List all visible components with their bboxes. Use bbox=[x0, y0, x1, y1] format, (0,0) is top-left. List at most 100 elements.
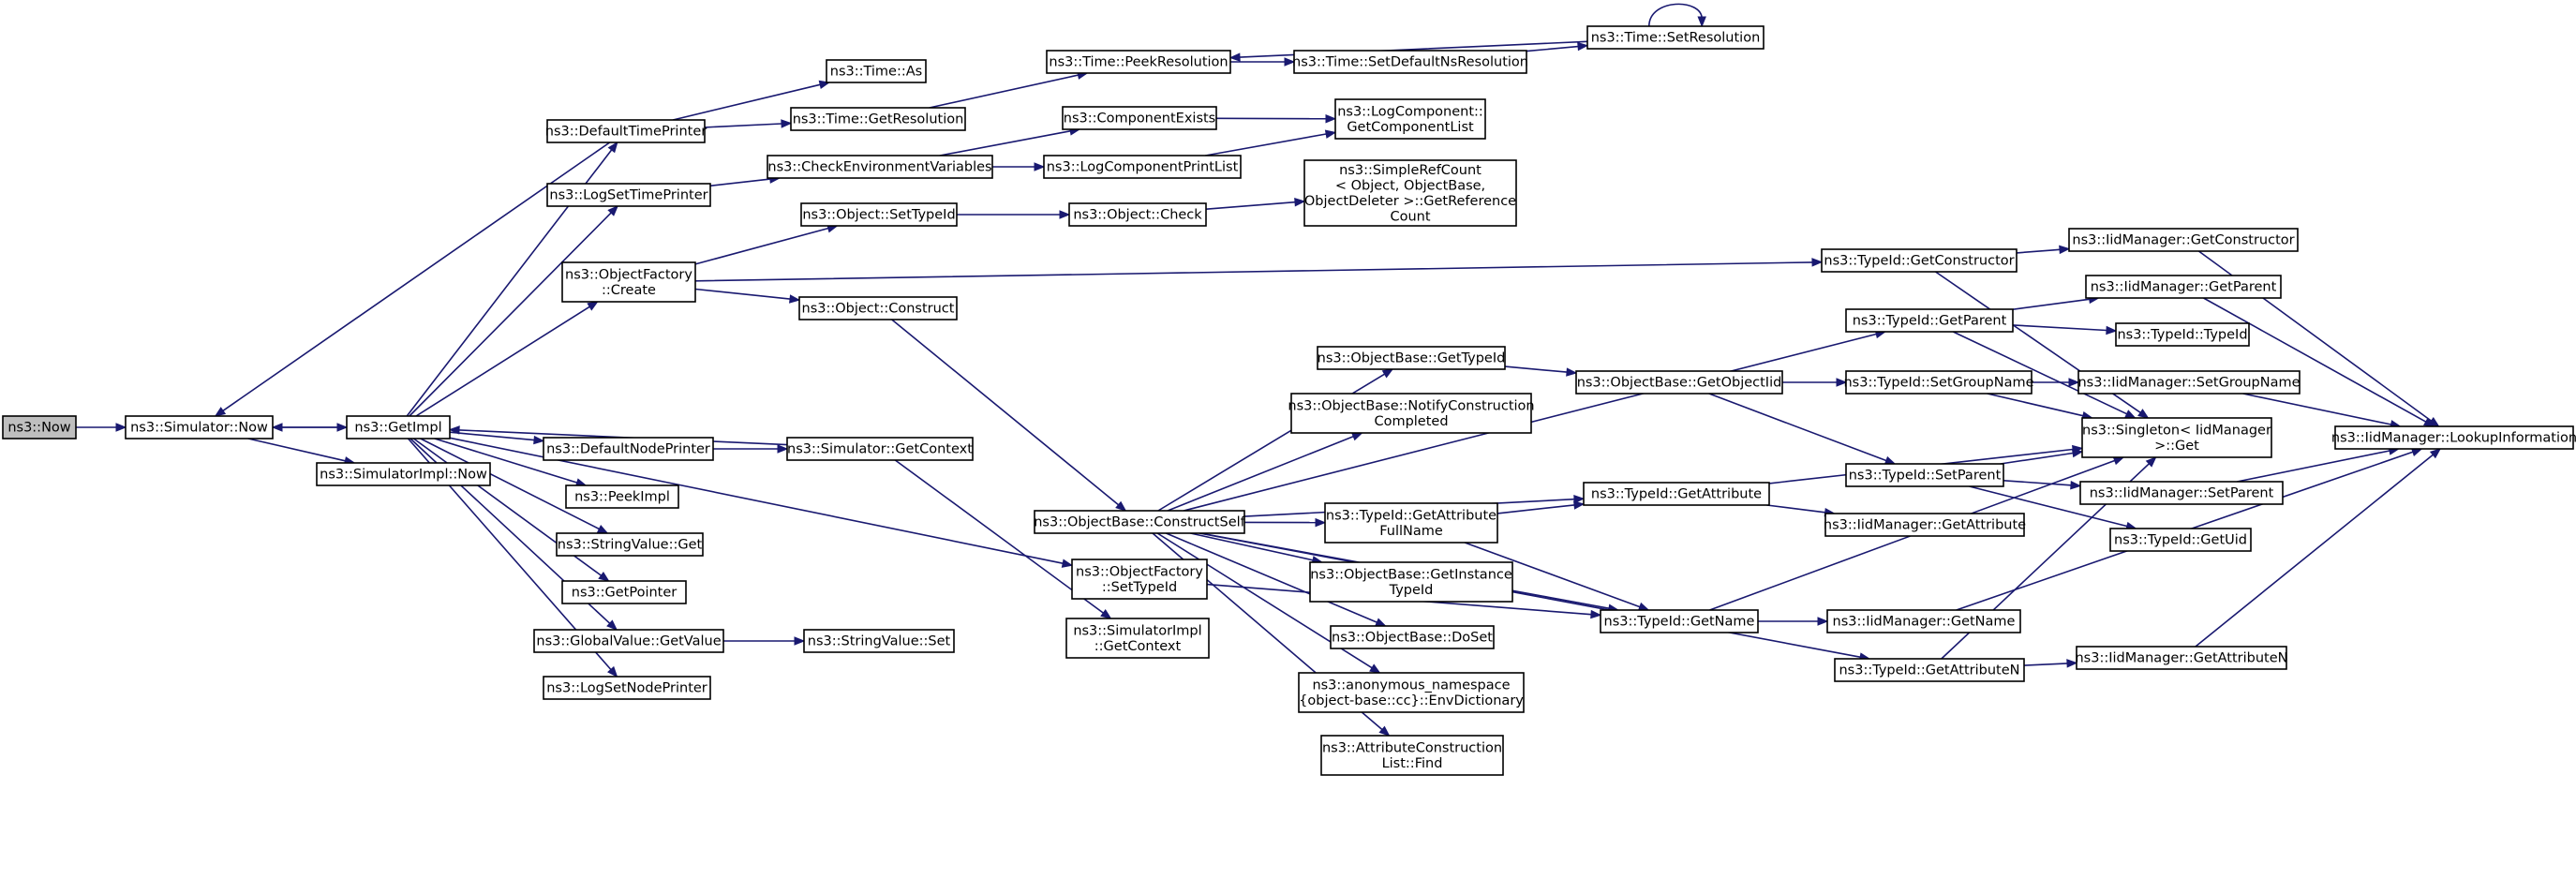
node-iidsetparent[interactable]: ns3::IidManager::SetParent bbox=[2079, 481, 2284, 505]
node-timegetres[interactable]: ns3::Time::GetResolution bbox=[790, 107, 966, 131]
node-label: ns3::LogComponentPrintList bbox=[1047, 160, 1239, 175]
node-logcompgetlist[interactable]: ns3::LogComponent::GetComponentList bbox=[1334, 98, 1486, 140]
node-iidgetparent[interactable]: ns3::IidManager::GetParent bbox=[2085, 275, 2282, 299]
edge-objcheck-to-simplerefcount bbox=[1205, 198, 1306, 210]
edge-line bbox=[412, 438, 602, 576]
node-simgetcontext[interactable]: ns3::Simulator::GetContext bbox=[786, 437, 974, 461]
node-objbasegetobjectiid[interactable]: ns3::ObjectBase::GetObjectIid bbox=[1575, 370, 1783, 395]
node-objsettypeid[interactable]: ns3::Object::SetTypeId bbox=[800, 202, 958, 227]
edge-arrowhead bbox=[2145, 456, 2157, 468]
node-typeidgetparent[interactable]: ns3::TypeId::GetParent bbox=[1845, 308, 2014, 333]
edge-objbaseconstructself-to-anonenvdict bbox=[1156, 532, 1381, 674]
node-objfactorycreate[interactable]: ns3::ObjectFactory::Create bbox=[561, 261, 696, 303]
node-iidgetattributen[interactable]: ns3::IidManager::GetAttributeN bbox=[2075, 646, 2288, 670]
edge-objbasegetobjectiid-to-typeidsetparent bbox=[1708, 393, 1897, 465]
node-getpointer[interactable]: ns3::GetPointer bbox=[561, 580, 687, 604]
node-simnow[interactable]: ns3::Simulator::Now bbox=[125, 415, 274, 440]
edge-arrowhead bbox=[1324, 129, 1337, 139]
node-box bbox=[1303, 159, 1517, 227]
edge-arrowhead bbox=[596, 525, 609, 534]
node-label: ns3::anonymous_namespace bbox=[1312, 678, 1510, 693]
node-typeidtypeid[interactable]: ns3::TypeId::TypeId bbox=[2115, 322, 2250, 347]
node-simimplnow[interactable]: ns3::SimulatorImpl::Now bbox=[316, 462, 491, 486]
edge-line bbox=[1504, 365, 1568, 373]
node-compexists[interactable]: ns3::ComponentExists bbox=[1062, 106, 1217, 130]
edge-typeidgetattrfullname-to-typeidgetattribute bbox=[1496, 500, 1586, 514]
node-simimplgetcontext[interactable]: ns3::SimulatorImpl::GetContext bbox=[1065, 618, 1210, 659]
node-iidlookupinfo[interactable]: ns3::IidManager::LookupInformation bbox=[2331, 425, 2576, 450]
node-label: ns3::TypeId::GetConstructor bbox=[1824, 254, 2014, 269]
edge-line bbox=[2000, 452, 2074, 465]
node-simplerefcount[interactable]: ns3::SimpleRefCount< Object, ObjectBase,… bbox=[1303, 159, 1517, 227]
edge-objbaseconstructself-to-typeidgetattrfullname bbox=[1243, 517, 1327, 528]
node-logsetnodeprinter[interactable]: ns3::LogSetNodePrinter bbox=[543, 676, 711, 700]
node-label: ns3::ObjectBase::GetTypeId bbox=[1318, 351, 1506, 366]
node-typeidgetattributen[interactable]: ns3::TypeId::GetAttributeN bbox=[1834, 658, 2025, 682]
edge-line bbox=[1205, 201, 1296, 210]
node-objbasegettypeid[interactable]: ns3::ObjectBase::GetTypeId bbox=[1317, 346, 1506, 370]
node-box bbox=[1324, 502, 1498, 544]
node-deftimeprinter[interactable]: ns3::DefaultTimePrinter bbox=[545, 119, 707, 143]
node-checkenv[interactable]: ns3::CheckEnvironmentVariables bbox=[767, 155, 993, 179]
node-iidsetgroupname[interactable]: ns3::IidManager::SetGroupName bbox=[2077, 370, 2301, 395]
node-now[interactable]: ns3::Now bbox=[2, 415, 77, 440]
edge-objsettypeid-to-objcheck bbox=[956, 210, 1071, 219]
edge-objfactorycreate-to-objsettypeid bbox=[694, 224, 839, 265]
node-iidgetattribute[interactable]: ns3::IidManager::GetAttribute bbox=[1824, 513, 2026, 537]
node-objbasenotify[interactable]: ns3::ObjectBase::NotifyConstructionCompl… bbox=[1288, 393, 1535, 434]
edge-simgetcontext-to-getimpl bbox=[448, 425, 788, 446]
node-logcompprintlist[interactable]: ns3::LogComponentPrintList bbox=[1043, 155, 1242, 179]
node-iidgetname[interactable]: ns3::IidManager::GetName bbox=[1826, 609, 2021, 633]
node-objbaseconstructself[interactable]: ns3::ObjectBase::ConstructSelf bbox=[1034, 510, 1246, 534]
node-globalvaluegetvalue[interactable]: ns3::GlobalValue::GetValue bbox=[533, 629, 724, 653]
node-box bbox=[1586, 25, 1764, 50]
node-objbasedoset[interactable]: ns3::ObjectBase::DoSet bbox=[1330, 625, 1495, 649]
node-iidgetconstructor[interactable]: ns3::IidManager::GetConstructor bbox=[2068, 228, 2299, 252]
node-typeidsetgroupname[interactable]: ns3::TypeId::SetGroupName bbox=[1843, 370, 2034, 395]
node-label: List::Find bbox=[1382, 756, 1443, 771]
node-objconstruct[interactable]: ns3::Object::Construct bbox=[798, 296, 958, 320]
node-box bbox=[1317, 346, 1506, 370]
node-box bbox=[546, 183, 711, 207]
node-getimpl[interactable]: ns3::GetImpl bbox=[346, 415, 451, 440]
node-stringvalueset[interactable]: ns3::StringValue::Set bbox=[803, 629, 955, 653]
node-timepeekres[interactable]: ns3::Time::PeekResolution bbox=[1046, 50, 1231, 74]
edge-arrowhead bbox=[1100, 609, 1112, 619]
node-label: < Object, ObjectBase, bbox=[1335, 178, 1485, 193]
node-peekimpl[interactable]: ns3::PeekImpl bbox=[565, 484, 679, 509]
edge-arrowhead bbox=[2068, 378, 2080, 387]
edge-arrowhead bbox=[598, 572, 610, 582]
node-box bbox=[1826, 609, 2021, 633]
edge-line bbox=[929, 74, 1079, 109]
node-logsettimeprinter[interactable]: ns3::LogSetTimePrinter bbox=[546, 183, 711, 207]
node-label: ns3::TypeId::GetAttribute bbox=[1326, 508, 1496, 523]
node-anonenvdict[interactable]: ns3::anonymous_namespace{object-base::cc… bbox=[1298, 672, 1525, 713]
node-timesetres[interactable]: ns3::Time::SetResolution bbox=[1586, 25, 1764, 50]
node-typeidgetattribute[interactable]: ns3::TypeId::GetAttribute bbox=[1583, 482, 1770, 506]
node-typeidgetname[interactable]: ns3::TypeId::GetName bbox=[1600, 609, 1759, 633]
node-typeidgetuid[interactable]: ns3::TypeId::GetUid bbox=[2109, 528, 2252, 552]
node-box bbox=[2085, 275, 2282, 299]
node-stringvalueget[interactable]: ns3::StringValue::Get bbox=[556, 532, 704, 557]
edge-arrowhead bbox=[1811, 258, 1824, 267]
node-singletonget[interactable]: ns3::Singleton< IidManager >::Get bbox=[2081, 417, 2272, 458]
node-label: ns3::SimpleRefCount bbox=[1339, 163, 1482, 178]
node-objfactorysettypeid[interactable]: ns3::ObjectFactory::SetTypeId bbox=[1071, 559, 1208, 600]
node-box bbox=[1334, 98, 1486, 140]
edge-defnodeprinter-to-simgetcontext bbox=[712, 444, 789, 454]
edge-line bbox=[694, 261, 1813, 282]
edge-typeidgetparent-to-typeidtypeid bbox=[2012, 324, 2118, 335]
node-timeas[interactable]: ns3::Time::As bbox=[826, 59, 927, 83]
node-objcheck[interactable]: ns3::Object::Check bbox=[1068, 202, 1207, 227]
node-typeidgetconstructor[interactable]: ns3::TypeId::GetConstructor bbox=[1821, 248, 2018, 273]
edge-line bbox=[1952, 331, 2127, 415]
edge-objbaseconstructself-to-objbasegettypeid bbox=[1157, 368, 1394, 512]
node-timesetdefaultns[interactable]: ns3::Time::SetDefaultNsResolution bbox=[1292, 50, 1528, 74]
node-defnodeprinter[interactable]: ns3::DefaultNodePrinter bbox=[543, 437, 714, 461]
node-typeidsetparent[interactable]: ns3::TypeId::SetParent bbox=[1845, 463, 2004, 487]
node-label: ns3::AttributeConstruction bbox=[1322, 740, 1502, 755]
node-label: ::Create bbox=[602, 283, 656, 298]
